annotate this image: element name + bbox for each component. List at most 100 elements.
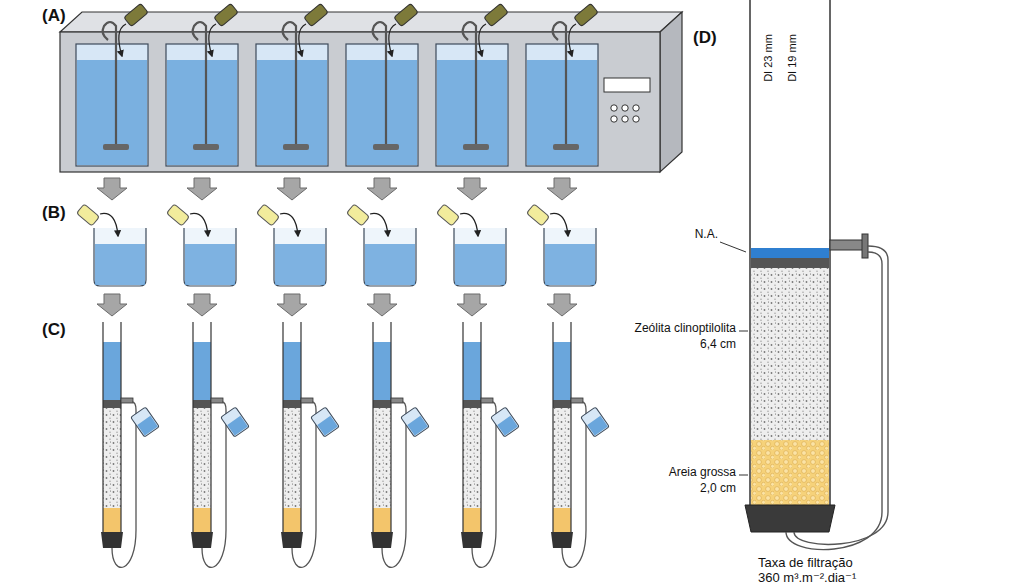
control-buttons xyxy=(611,105,639,122)
beaker-water xyxy=(95,244,145,285)
pour-arrow xyxy=(550,213,568,236)
outlet-spout xyxy=(830,240,864,250)
outlet-spout xyxy=(211,398,223,403)
filter-column-detail xyxy=(720,0,888,550)
reagent-bottle xyxy=(214,3,239,26)
sand-bed xyxy=(463,508,481,532)
apparatus-side xyxy=(660,12,682,172)
column-water xyxy=(283,342,301,400)
stirrer-rod xyxy=(373,22,386,146)
tube-wall xyxy=(570,322,571,534)
hose xyxy=(786,252,882,550)
column-empty xyxy=(193,322,211,342)
beaker xyxy=(184,228,236,286)
reagent-bottle xyxy=(436,204,459,226)
dimension: DI 19 mm xyxy=(786,34,799,82)
hose xyxy=(112,402,136,567)
pour-arrow xyxy=(299,24,306,56)
water-level xyxy=(751,248,829,258)
collecting-beaker xyxy=(401,407,430,437)
zeolite-bed xyxy=(283,408,301,508)
jar-water xyxy=(257,60,327,165)
process-lane xyxy=(346,3,429,567)
leader-line xyxy=(739,331,748,332)
jar-water xyxy=(437,60,507,165)
tube-wall xyxy=(552,322,553,534)
sand-bed xyxy=(373,508,391,532)
outlet-spout xyxy=(862,234,868,258)
jar xyxy=(76,44,148,166)
reagent-bottle xyxy=(526,204,549,226)
beaker xyxy=(274,228,326,286)
collecting-beaker xyxy=(131,407,160,437)
zeolite-bed xyxy=(751,268,829,440)
leader-line xyxy=(739,475,748,476)
column-empty xyxy=(553,322,571,342)
tube-wall xyxy=(480,322,481,534)
pour-arrow xyxy=(190,213,208,236)
flow-arrow xyxy=(97,178,127,200)
tube-wall xyxy=(210,322,211,534)
beaker-water xyxy=(275,244,325,285)
button xyxy=(611,105,617,111)
jar-test-apparatus xyxy=(60,12,682,172)
stirrer-paddle xyxy=(283,144,309,150)
collecting-beaker xyxy=(491,407,520,437)
collecting-water xyxy=(227,416,248,436)
reagent-bottle xyxy=(166,204,189,226)
collecting-beaker xyxy=(311,407,340,437)
collecting-water xyxy=(407,416,428,436)
hose xyxy=(562,402,586,567)
support-band xyxy=(103,400,121,408)
zeolite-bed xyxy=(373,408,391,508)
flow-arrow xyxy=(547,178,577,200)
flow-arrow xyxy=(457,294,487,316)
hose xyxy=(292,402,316,567)
flow-arrow xyxy=(187,178,217,200)
dimension: 2,0 cm xyxy=(700,482,736,496)
zeolite-bed xyxy=(463,408,481,508)
column-empty xyxy=(463,322,481,342)
jar xyxy=(436,44,508,166)
beaker-water xyxy=(455,244,505,285)
tube-wall xyxy=(120,322,121,534)
button xyxy=(633,116,639,122)
hose xyxy=(472,402,496,567)
beaker-water xyxy=(185,244,235,285)
process-lane xyxy=(436,3,519,567)
support-band xyxy=(553,400,571,408)
jar-water xyxy=(347,60,417,165)
collecting-beaker xyxy=(581,407,610,437)
panel-letter: (B) xyxy=(42,203,66,223)
jar-water xyxy=(77,60,147,165)
button xyxy=(622,116,628,122)
reagent-bottle xyxy=(76,204,99,226)
column-water xyxy=(193,342,211,400)
stopper xyxy=(191,532,213,548)
collecting-water xyxy=(137,416,158,436)
stirrer-paddle xyxy=(463,144,489,150)
stirrer-paddle xyxy=(553,144,579,150)
zeolite-bed xyxy=(103,408,121,508)
flow-arrow xyxy=(367,178,397,200)
stopper xyxy=(551,532,573,548)
beaker-water xyxy=(365,244,415,285)
note: 360 m³.m⁻².dia⁻¹ xyxy=(758,571,856,586)
zeolite-bed xyxy=(553,408,571,508)
flow-arrow xyxy=(97,294,127,316)
reagent-bottle xyxy=(394,3,419,26)
display xyxy=(604,78,650,92)
process-lane xyxy=(76,3,159,567)
tube-wall xyxy=(390,322,391,534)
beaker-water xyxy=(545,244,595,285)
tube-wall xyxy=(462,322,463,534)
flow-arrow xyxy=(547,294,577,316)
jar xyxy=(256,44,328,166)
beaker xyxy=(544,228,596,286)
stopper xyxy=(281,532,303,548)
dimension: DI 23 mm xyxy=(762,34,775,82)
support-band xyxy=(283,400,301,408)
beaker xyxy=(94,228,146,286)
